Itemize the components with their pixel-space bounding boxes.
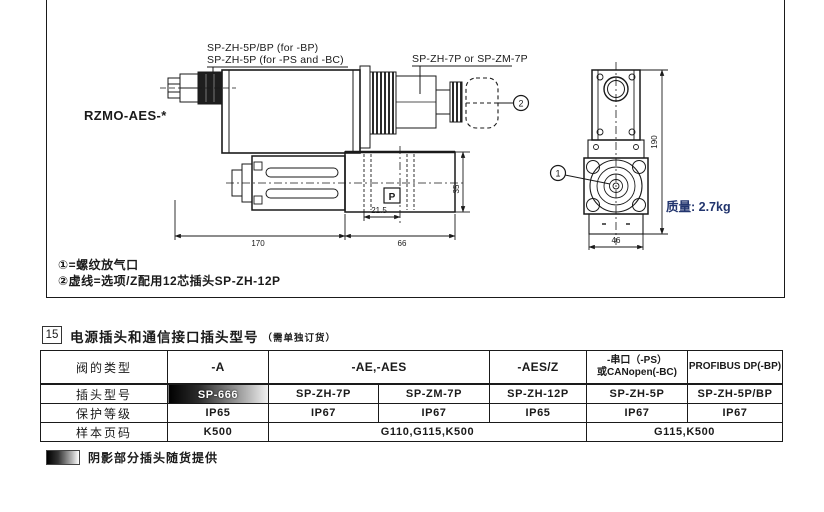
cell-connector-ae1: SP-ZH-7P [268, 383, 379, 404]
section-header: 15 电源插头和通信接口插头型号 （需单独订货） [42, 326, 336, 346]
side-dimensions [588, 69, 668, 250]
callout-2-number: 2 [518, 99, 523, 109]
left-connector-label-1: SP-ZH-5P/BP (for -BP) [207, 42, 319, 54]
cell-protection-ps-bc: IP67 [586, 403, 688, 423]
row-header-valve-type: 阀的类型 [40, 350, 168, 385]
bottom-view [226, 146, 465, 225]
connector-a-value: SP-666 [197, 389, 239, 401]
connector-table: 阀的类型 -A -AE,-AES -AES/Z -串口（-PS） 或CANope… [40, 350, 783, 442]
port-p-label: P [389, 192, 396, 203]
cell-protection-a: IP65 [167, 403, 269, 423]
note-2: ②虚线=选项/Z配用12芯插头SP-ZH-12P [58, 274, 281, 288]
section-subtitle: （需单独订货） [262, 333, 337, 344]
callout-2 [512, 94, 530, 112]
col-header-ae-aes: -AE,-AES [268, 350, 490, 385]
col-header-ps-line2: 或CANopen(-BC) [597, 367, 677, 378]
connector-model-row: 插头型号 SP-666 SP-ZH-7P SP-ZM-7P SP-ZH-12P … [40, 383, 783, 404]
row-header-protection: 保护等级 [40, 403, 168, 423]
dim-block-height: 35 [452, 184, 461, 193]
cell-protection-ae2: IP67 [378, 403, 490, 423]
cell-connector-aes-z: SP-ZH-12P [489, 383, 587, 404]
callout-1-number: 1 [555, 169, 560, 179]
dim-port-offset: 21.5 [371, 206, 387, 215]
col-header-aes-z: -AES/Z [489, 350, 587, 385]
dim-block-length: 66 [398, 239, 407, 248]
row-header-page: 样本页码 [40, 422, 168, 442]
col-header-ps-line1: -串口（-PS） [607, 354, 667, 366]
legend-text: 阴影部分插头随货提供 [88, 451, 219, 465]
note-1: ①=螺纹放气口 [58, 258, 139, 272]
right-connector-label: SP-ZH-7P or SP-ZM-7P [412, 53, 528, 65]
valve-drawing: P 170 66 21.5 35 [160, 62, 668, 250]
front-view [160, 65, 513, 154]
row-header-connector: 插头型号 [40, 383, 168, 404]
cell-connector-ps-bc: SP-ZH-5P [586, 383, 688, 404]
section-number: 15 [42, 326, 62, 344]
protection-row: 保护等级 IP65 IP67 IP67 IP65 IP67 IP67 [40, 403, 783, 423]
cell-protection-bp: IP67 [687, 403, 783, 423]
valve-model-label: RZMO-AES-* [84, 108, 167, 123]
section-title: 电源插头和通信接口插头型号 [70, 330, 259, 345]
drawing-frame [46, 0, 785, 298]
cell-page-right: G115,K500 [586, 422, 783, 442]
dim-side-width: 46 [612, 236, 621, 245]
dim-total-length: 170 [251, 239, 265, 248]
dim-side-height: 190 [650, 135, 659, 149]
cell-protection-ae1: IP67 [268, 403, 379, 423]
col-header-a: -A [167, 350, 269, 385]
gradient-swatch [46, 450, 80, 465]
catalog-page-row: 样本页码 K500 G110,G115,K500 G115,K500 [40, 422, 783, 442]
left-connector-label-2: SP-ZH-5P (for -PS and -BC) [207, 54, 344, 66]
cell-page-mid: G110,G115,K500 [268, 422, 587, 442]
right-connector-leader [412, 65, 512, 94]
cell-connector-a: SP-666 [167, 383, 269, 404]
bottom-dimensions [174, 151, 470, 240]
cell-page-a: K500 [167, 422, 269, 442]
side-view [583, 62, 649, 245]
table-header-row: 阀的类型 -A -AE,-AES -AES/Z -串口（-PS） 或CANope… [40, 350, 783, 385]
col-header-ps-bc: -串口（-PS） 或CANopen(-BC) [586, 350, 688, 385]
cell-protection-aes-z: IP65 [489, 403, 587, 423]
cell-connector-bp: SP-ZH-5P/BP [687, 383, 783, 404]
mass-label: 质量: 2.7kg [666, 200, 731, 214]
shaded-legend: 阴影部分插头随货提供 [46, 449, 218, 466]
cell-connector-ae2: SP-ZM-7P [378, 383, 490, 404]
callout-1 [549, 164, 611, 185]
col-header-bp: PROFIBUS DP(-BP) [687, 350, 783, 385]
